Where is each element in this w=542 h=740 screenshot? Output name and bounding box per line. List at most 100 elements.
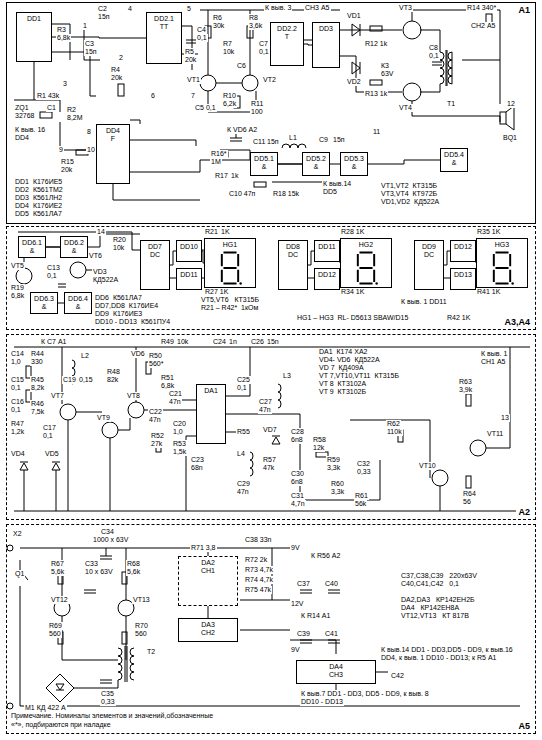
transistor-symbol <box>403 21 421 39</box>
component-label: VT4 <box>398 104 413 112</box>
component-label: R64 <box>462 490 477 498</box>
transistor-symbol <box>242 75 258 91</box>
transistor-symbol <box>7 703 13 709</box>
component-label: 63V <box>380 70 394 78</box>
component-label: VD1,VD2 КД522А <box>380 198 440 206</box>
component-label: R51 <box>160 374 175 382</box>
component-label: C28 <box>290 428 305 436</box>
ic-box: DA4СН3 <box>296 660 376 684</box>
component-label: Q1 <box>14 570 25 578</box>
part-symbol: T <box>284 33 290 41</box>
component-label: C40,C41,C42 0,1 <box>400 580 460 588</box>
callout-number: 7 <box>190 92 196 100</box>
ic-box: DD1 <box>16 12 52 62</box>
component-label: 47n <box>168 398 182 406</box>
component-label: R55 <box>236 428 251 436</box>
component-label: 7,5k <box>30 408 45 416</box>
component-label: «*», подбираются при наладке <box>10 721 112 729</box>
component-label: 3,6k <box>248 22 263 30</box>
callout-number: 330 <box>30 358 44 366</box>
component-label: R4 <box>110 66 121 74</box>
component-label: 1,0 <box>172 428 184 436</box>
component-label: 9V <box>290 646 301 654</box>
component-label: 6n8 <box>290 436 304 444</box>
component-label: 3,9k <box>458 386 473 394</box>
component-label: C32 <box>356 460 371 468</box>
part-name: DD2.1 <box>153 15 175 23</box>
signal-wire <box>278 164 302 165</box>
component-label: К VD6 А2 <box>226 126 258 134</box>
component-label: VT 7,VT10,VT11 КТ315Б <box>318 372 400 380</box>
transistor-symbol <box>128 402 144 418</box>
callout-number: 56 <box>462 498 472 506</box>
component-label: C29 <box>236 480 251 488</box>
part-symbol: DC <box>423 251 435 259</box>
part-name: DD5.2 <box>305 155 327 163</box>
component-label: R7 <box>222 40 233 48</box>
resistor-symbol <box>466 394 471 406</box>
component-label: DD4 <box>14 134 30 142</box>
component-label: R19 <box>10 284 25 292</box>
component-label: C4 <box>196 26 207 34</box>
component-label: 0,1 <box>42 432 54 440</box>
component-label: L2 <box>80 352 90 360</box>
component-label: 68n <box>190 464 204 472</box>
component-label: ZQ1 <box>14 104 30 112</box>
part-symbol: DC <box>149 251 161 259</box>
component-label: C40 <box>324 580 339 588</box>
component-label: СН3 А5 <box>304 4 331 12</box>
wire <box>20 548 520 706</box>
component-label: 15п <box>332 136 346 144</box>
component-label: 12V <box>290 600 304 608</box>
component-label: R70 <box>134 622 149 630</box>
ic-box: DD12 <box>450 240 476 262</box>
component-label: К выв.7 DD1 - DD3, DD5 - DD9, к выв. 8 <box>300 690 430 698</box>
callout-number: 4 <box>127 5 133 13</box>
component-label: К выв. 1 DD11 <box>400 298 448 306</box>
component-label: 0,1 <box>428 52 440 60</box>
component-label: R41 1K <box>476 288 501 296</box>
wire <box>506 106 514 130</box>
component-label: R18 15k <box>272 190 300 198</box>
component-label: КД522А <box>92 276 119 284</box>
ic-box: DD5.2& <box>302 152 330 176</box>
resistor-symbol <box>370 26 382 31</box>
callout-number: 9 <box>58 146 64 154</box>
resistor-symbol <box>370 80 382 85</box>
ic-box: DA2СН1 <box>178 556 238 606</box>
module-frame: A5DA2СН1DA3СН2DA4СН3 <box>6 524 536 734</box>
component-label: 15п <box>266 138 280 146</box>
part-name: DD6.3 <box>33 295 55 303</box>
component-label: C13 <box>46 264 61 272</box>
ic-box: DD11 <box>314 240 340 262</box>
component-label: 5,6k <box>50 568 65 576</box>
component-label: R63 <box>458 378 473 386</box>
component-label: 20k <box>184 56 197 64</box>
component-label: 0,15 <box>78 376 94 384</box>
component-label: 3,3k <box>330 488 345 496</box>
component-label: C10 47п <box>228 190 256 198</box>
component-label: VT1 <box>186 76 201 84</box>
component-label: VT2 <box>262 76 277 84</box>
part-symbol: & <box>75 303 82 311</box>
ic-box: DD8DC <box>278 240 308 290</box>
component-label: R6 <box>212 14 223 22</box>
component-label: 47n <box>236 488 250 496</box>
component-label: VD6 <box>130 350 146 358</box>
component-label: L3 <box>282 372 292 380</box>
wire <box>118 646 134 682</box>
part-symbol: & <box>313 163 320 171</box>
part-symbol: СН2 <box>200 629 216 637</box>
component-label: 1n <box>228 338 238 346</box>
component-label: DA1 К174 ХА2 <box>318 348 368 356</box>
component-label: 15п <box>84 48 98 56</box>
component-label: 56k <box>354 500 367 508</box>
component-label: C8 <box>428 44 439 52</box>
component-label: К выв. 1 <box>480 350 508 358</box>
resistor-symbol <box>122 632 127 644</box>
part-name: DD5.4 <box>443 151 465 159</box>
component-label: HG1 – HG3 RL- D5613 SBAW/D15 <box>296 314 409 322</box>
component-label: C7 <box>258 40 269 48</box>
